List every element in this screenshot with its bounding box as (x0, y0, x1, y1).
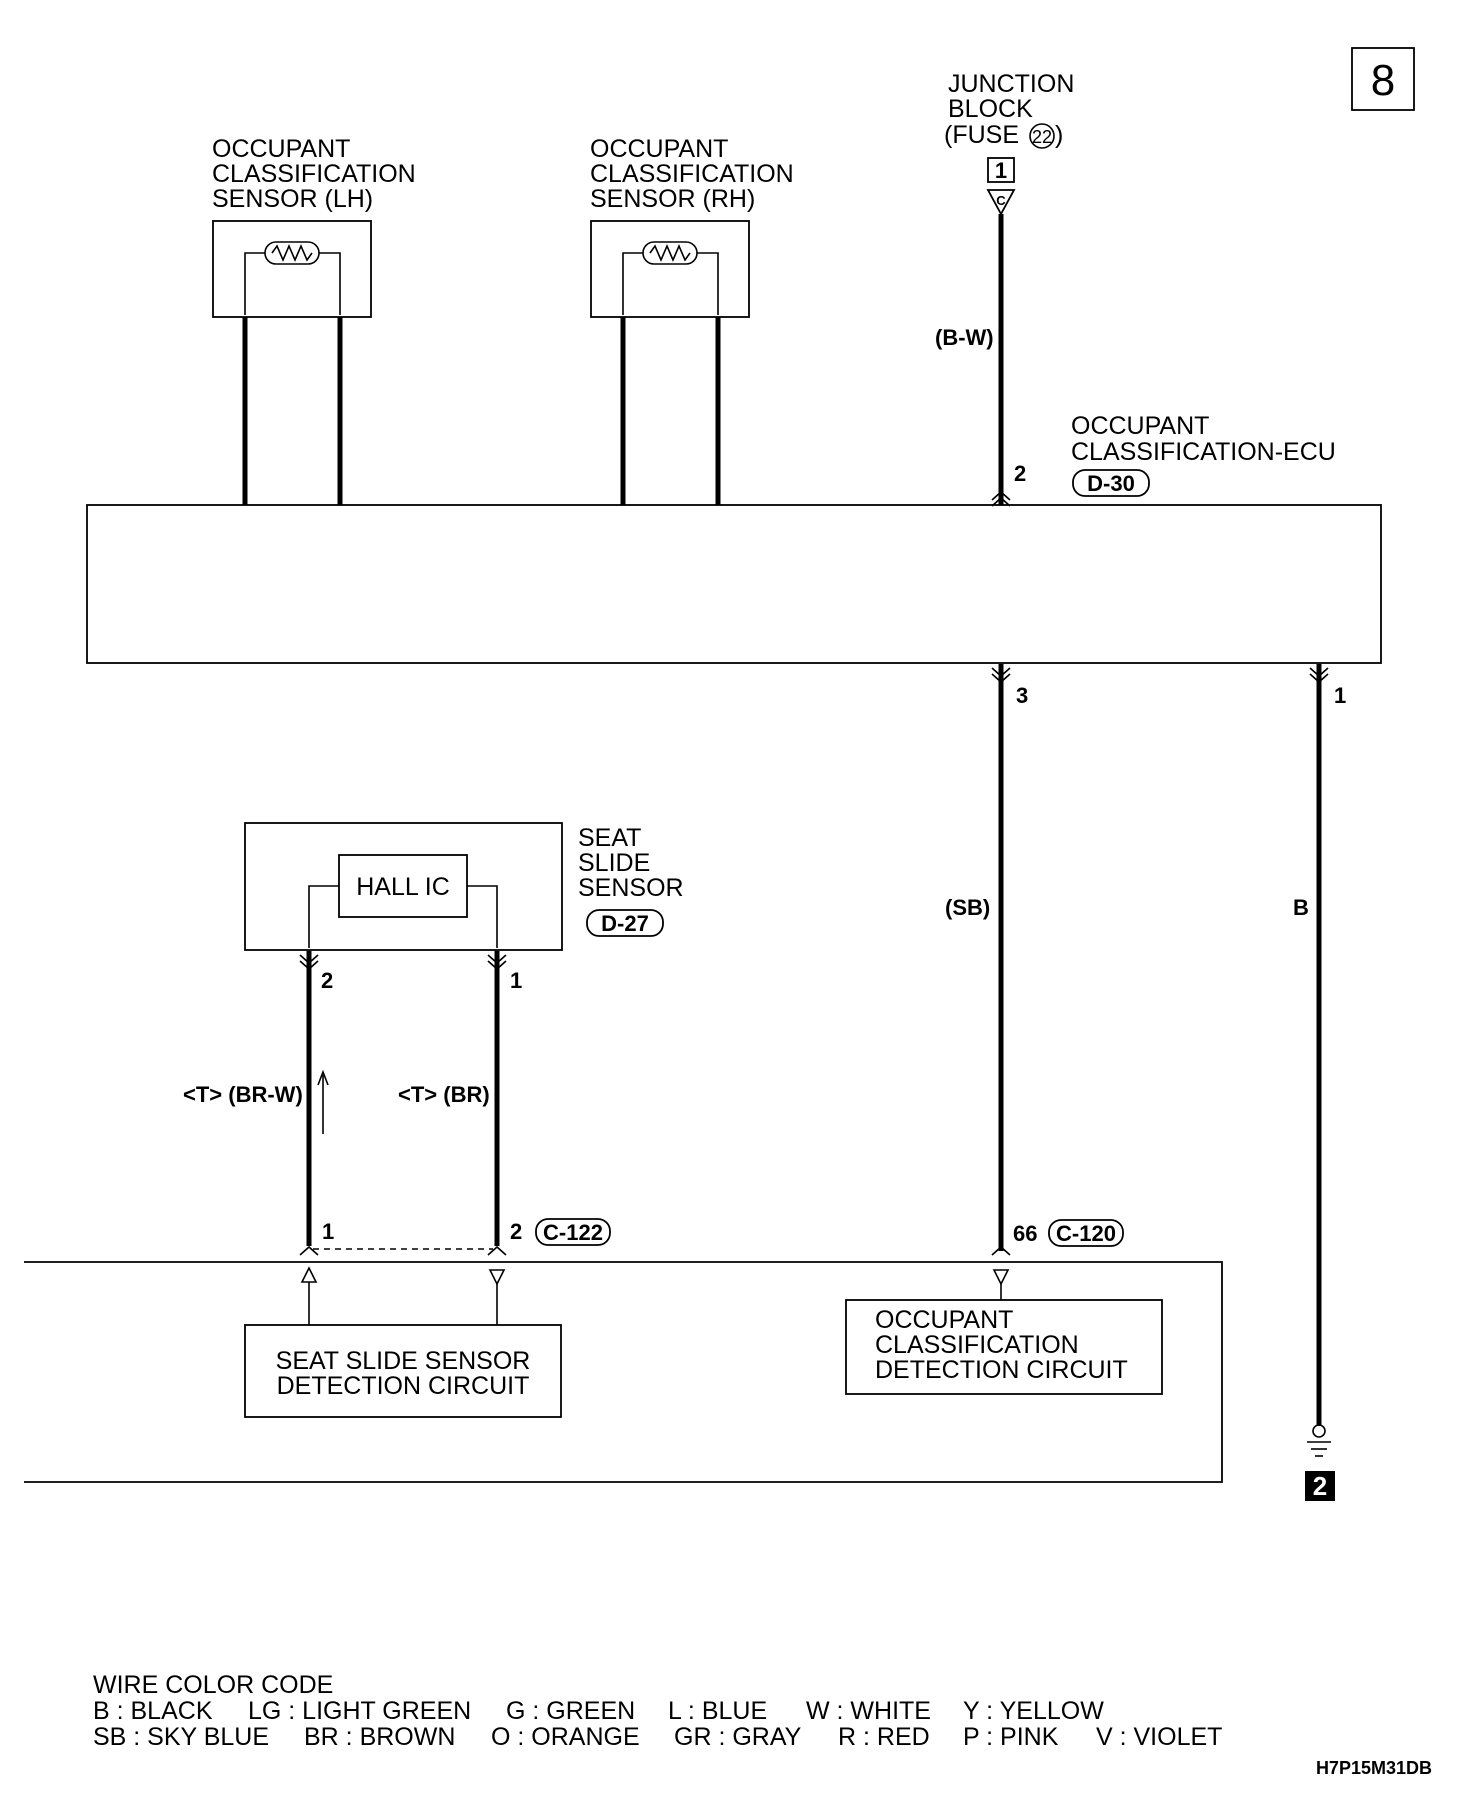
lower-pin-66-terminal (991, 1245, 1011, 1256)
ecu-box (86, 504, 1382, 664)
legend-w: W : WHITE (806, 1697, 931, 1725)
sensor-lh-inner-right (319, 252, 341, 315)
sensor-rh-line-2: CLASSIFICATION (590, 160, 794, 188)
wire-color-br-w: <T> (BR-W) (183, 1082, 303, 1107)
ecu-line-1: OCCUPANT (1071, 412, 1209, 440)
seat-slide-detection-circuit-box (244, 1324, 562, 1418)
occupant-detection-line-3: DETECTION CIRCUIT (875, 1356, 1128, 1384)
seat-slide-detection-line-1: SEAT SLIDE SENSOR (276, 1347, 531, 1375)
diagram-code: H7P15M31DB (1316, 1758, 1432, 1778)
occupant-input-arrow (992, 1269, 1010, 1286)
legend-lg: LG : LIGHT GREEN (248, 1697, 471, 1725)
seat-slide-output-arrow (488, 1269, 506, 1286)
wire-color-code-title: WIRE COLOR CODE (93, 1671, 333, 1699)
legend-p: P : PINK (963, 1723, 1059, 1751)
seat-slide-sensor-line-1: SEAT (578, 824, 641, 852)
lower-unit-outline (24, 1261, 1223, 1483)
sensor-lh-line-3: SENSOR (LH) (212, 185, 373, 213)
wire-color-br: <T> (BR) (398, 1082, 490, 1107)
ground-number: 2 (1313, 1471, 1327, 1501)
junction-block-line-1: JUNCTION (948, 70, 1074, 98)
legend-y: Y : YELLOW (963, 1697, 1104, 1725)
legend-g: G : GREEN (506, 1697, 635, 1725)
lower-pin-1-terminal (299, 1245, 319, 1256)
fuse-suffix: ) (1055, 121, 1063, 149)
junction-block-line-2: BLOCK (948, 95, 1033, 123)
legend-v: V : VIOLET (1096, 1723, 1222, 1751)
ecu-pin-top: 2 (1014, 461, 1026, 486)
hall-ic-label: HALL IC (356, 873, 450, 901)
sensor-rh-line-1: OCCUPANT (590, 135, 728, 163)
lower-pin-2-terminal (487, 1245, 507, 1256)
seat-slide-sensor-connector-badge (586, 909, 664, 937)
junction-connector-symbol (986, 189, 1016, 216)
legend-b: B : BLACK (93, 1697, 213, 1725)
legend-o: O : ORANGE (491, 1723, 640, 1751)
seat-slide-sensor-connector: D-27 (601, 911, 649, 936)
seat-slide-detection-line-2: DETECTION CIRCUIT (277, 1372, 530, 1400)
occupant-detection-line-1: OCCUPANT (875, 1306, 1013, 1334)
connector-c122: C-122 (543, 1220, 603, 1245)
occupant-detection-line-2: CLASSIFICATION (875, 1331, 1079, 1359)
ecu-pin-bottom-sb: 3 (1016, 683, 1028, 708)
sensor-rh-inner-right (697, 252, 719, 315)
ecu-pin-2-terminal-2 (991, 496, 1011, 507)
hall-ic-lead-left (308, 885, 339, 948)
ecu-connector-badge (1072, 469, 1150, 497)
seat-slide-sensor-box (244, 822, 563, 951)
ecu-pin-2-terminal (991, 490, 1011, 501)
wire-color-ground: B (1293, 895, 1309, 920)
connector-c122-badge (535, 1218, 611, 1246)
wire-color-sb: (SB) (945, 895, 990, 920)
page-number: 8 (1371, 56, 1395, 105)
connector-c120-badge (1048, 1219, 1124, 1247)
lower-pin-left: 1 (322, 1219, 334, 1244)
wire-color-b-w: (B-W) (935, 325, 994, 350)
ecu-pin-bottom-ground: 1 (1334, 683, 1346, 708)
sensor-pin-left: 2 (321, 968, 333, 993)
legend-gr: GR : GRAY (674, 1723, 802, 1751)
sensor-pin-right: 1 (510, 968, 522, 993)
sensor-lh-line-2: CLASSIFICATION (212, 160, 416, 188)
lower-pin-sb: 66 (1013, 1221, 1037, 1246)
seat-slide-input-arrow (300, 1266, 318, 1283)
sensor-lh-box (212, 220, 372, 318)
sensor-rh-line-3: SENSOR (RH) (590, 185, 755, 213)
seat-slide-sensor-line-3: SENSOR (578, 874, 684, 902)
fuse-number-circle (1029, 123, 1055, 149)
connector-c120: C-120 (1056, 1221, 1116, 1246)
ecu-line-2: CLASSIFICATION-ECU (1071, 438, 1336, 466)
legend-l: L : BLUE (668, 1697, 767, 1725)
sensor-lh-line-1: OCCUPANT (212, 135, 350, 163)
legend-sb: SB : SKY BLUE (93, 1723, 269, 1751)
page-number-box (1351, 47, 1415, 111)
junction-connector-letter: C (996, 193, 1006, 208)
signal-direction-arrowhead (317, 1069, 329, 1086)
sensor-rh-box (590, 220, 750, 318)
fuse-prefix: (FUSE (944, 121, 1019, 149)
lower-pin-right: 2 (510, 1219, 522, 1244)
sensor-lh-resistor-zigzag (271, 243, 313, 263)
ground-number-badge (1305, 1471, 1335, 1501)
legend-br: BR : BROWN (304, 1723, 455, 1751)
ground-terminal (1312, 1424, 1326, 1438)
sensor-rh-inner-left (622, 252, 643, 315)
junction-connector-pin: 1 (995, 158, 1007, 183)
junction-connector-box (987, 157, 1015, 183)
ecu-connector: D-30 (1087, 471, 1135, 496)
sensor-lh-inner-left (244, 252, 265, 315)
occupant-detection-circuit-box (845, 1299, 1163, 1395)
fuse-number: 22 (1032, 127, 1052, 147)
sensor-rh-resistor-zigzag (649, 243, 691, 263)
seat-slide-sensor-line-2: SLIDE (578, 849, 650, 877)
legend-r: R : RED (838, 1723, 930, 1751)
hall-ic-lead-right (467, 885, 498, 948)
